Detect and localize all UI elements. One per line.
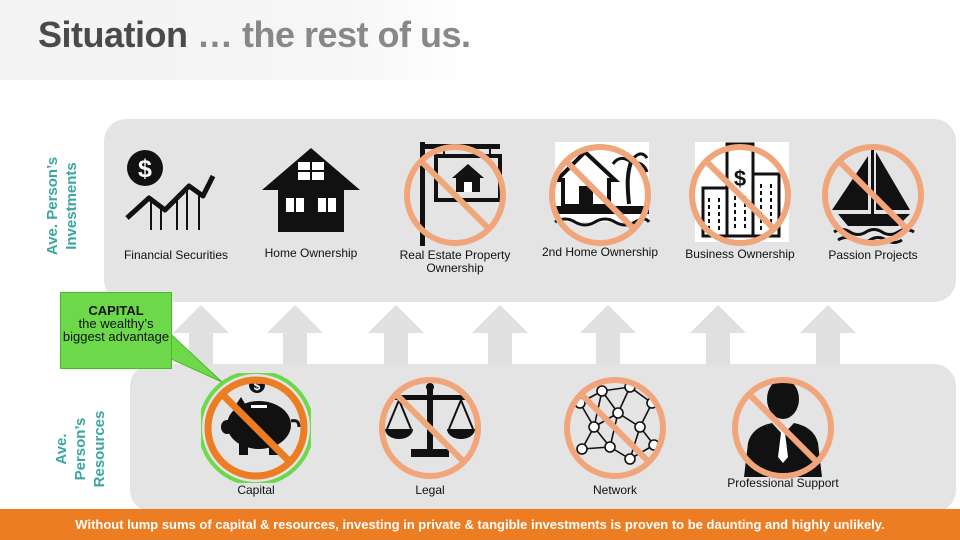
side-label-line: Person’s: [72, 417, 89, 481]
up-arrow-icon: [800, 305, 856, 365]
up-arrow-icon: [580, 305, 636, 365]
investment-label: Financial Securities: [123, 248, 229, 262]
capital-callout: CAPITAL the wealthy’s biggest advantage: [60, 292, 172, 369]
up-arrow-icon: [368, 305, 424, 365]
businessman-icon: [732, 377, 834, 479]
title-rest: … the rest of us.: [187, 14, 471, 55]
up-arrow-icon: [690, 305, 746, 365]
house-icon: [262, 148, 360, 232]
title-main: Situation: [38, 14, 188, 55]
title-bar: [0, 0, 475, 80]
resource-label: Network: [592, 483, 637, 497]
investment-label: Passion Projects: [828, 248, 918, 262]
callout-pointer: [160, 323, 223, 383]
side-label-line: Ave.: [53, 433, 70, 465]
resource-label: Capital: [237, 483, 275, 497]
investment-label: 2nd Home Ownership: [541, 245, 659, 259]
side-label-line: Investments: [63, 162, 80, 250]
up-arrow-icon: [173, 305, 229, 365]
investments-panel: [104, 119, 956, 302]
resource-label: Professional Support: [727, 476, 839, 490]
piggy-bank-icon: $: [201, 373, 311, 483]
svg-text:$: $: [734, 166, 746, 191]
up-arrow-icon: [267, 305, 323, 365]
investment-label: Real Estate Property Ownership: [399, 248, 511, 275]
resources-side-label: Ave. Person’s Resources: [52, 394, 110, 504]
scales-icon: [379, 377, 481, 479]
financial-chart-icon: $: [125, 150, 216, 230]
network-icon: [564, 377, 666, 479]
resource-label: Legal: [415, 483, 445, 497]
property-sign-icon: [404, 142, 506, 246]
footer-banner: Without lump sums of capital & resources…: [0, 509, 960, 540]
callout-body: the wealthy’s biggest advantage: [62, 316, 170, 344]
investments-side-label: Ave. Person’s Investments: [43, 141, 83, 271]
investment-label: Business Ownership: [685, 247, 795, 261]
side-label-line: Ave. Person’s: [44, 156, 61, 256]
callout-heading: CAPITAL: [88, 303, 144, 318]
side-label-line: Resources: [91, 410, 108, 488]
page-title: Situation … the rest of us.: [38, 14, 471, 56]
investment-label: Home Ownership: [264, 246, 358, 260]
svg-text:$: $: [254, 379, 261, 393]
up-arrow-icon: [472, 305, 528, 365]
beach-house-icon: [549, 142, 651, 246]
sailboat-icon: [822, 144, 924, 246]
svg-text:$: $: [138, 155, 152, 183]
callout-text: CAPITAL the wealthy’s biggest advantage: [61, 304, 171, 343]
office-building-icon: $: [689, 142, 791, 246]
